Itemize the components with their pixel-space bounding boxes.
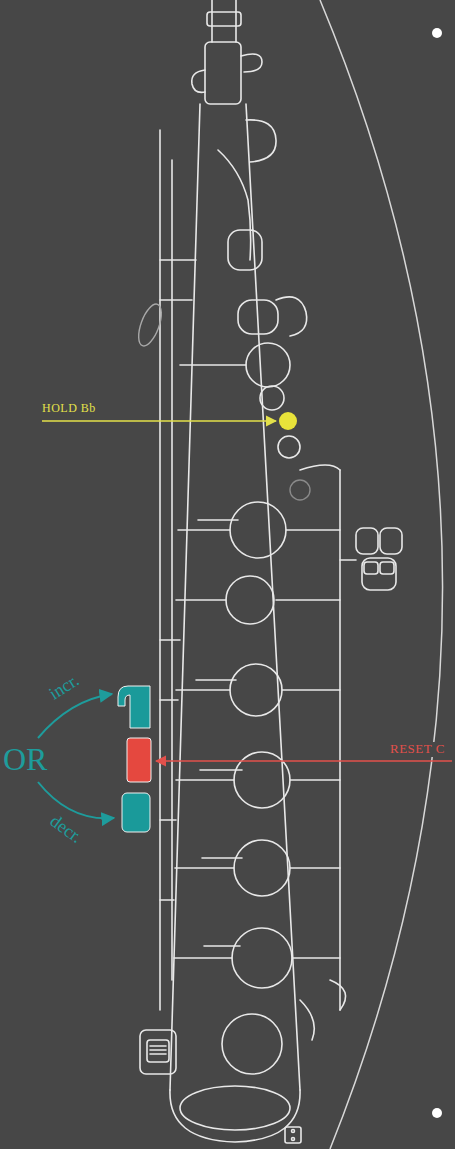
saxophone-outline <box>292 1130 295 1133</box>
saxophone-outline <box>218 150 251 260</box>
bb-key <box>279 412 297 430</box>
instruction-label: RESET C <box>388 742 447 757</box>
choice-arrow <box>38 782 114 818</box>
saxophone-outline <box>232 928 292 988</box>
direction-label: incr. <box>45 670 83 704</box>
saxophone-outline <box>285 1127 301 1143</box>
saxophone-outline <box>276 530 340 958</box>
saxophone-outline <box>147 1040 169 1062</box>
saxophone-outline <box>150 1046 166 1054</box>
saxophone-outline <box>226 576 274 624</box>
saxophone-outline <box>192 70 205 92</box>
saxophone-outline <box>276 297 307 336</box>
direction-label: decr. <box>46 810 86 847</box>
saxophone-outline <box>230 664 282 716</box>
increase-key <box>118 686 150 728</box>
saxophone-outline <box>246 120 276 162</box>
saxophone-outline <box>292 1138 295 1141</box>
page-arc <box>320 0 443 1149</box>
saxophone-outline <box>176 599 226 601</box>
saxophone-outline <box>278 436 300 458</box>
saxophone-outline <box>380 562 394 574</box>
decrease-key <box>122 793 150 832</box>
saxophone-outline <box>159 130 161 1010</box>
saxophone-outline <box>180 1086 290 1130</box>
saxophone-outline <box>207 12 241 26</box>
saxophone-outline <box>140 1030 176 1074</box>
saxophone-outline <box>300 1000 314 1040</box>
c-key <box>127 738 151 782</box>
saxophone-outline <box>178 520 238 530</box>
saxophone-outline <box>330 980 346 1010</box>
saxophone-outline <box>205 42 241 104</box>
palm-key <box>134 301 166 349</box>
bullet-dot <box>432 1108 442 1118</box>
saxophone-outline <box>180 364 246 366</box>
instruction-label: HOLD Bb <box>42 402 96 416</box>
saxophone-outline <box>230 502 286 558</box>
saxophone-outline <box>241 54 262 72</box>
saxophone-outline <box>362 558 396 590</box>
saxophone-outline <box>140 0 402 1143</box>
saxophone-outline <box>300 465 340 470</box>
saxophone-outline <box>228 230 262 270</box>
saxophone-outline <box>170 104 200 1090</box>
saxophone-outline <box>246 104 300 1090</box>
saxophone-outline <box>234 840 290 896</box>
saxophone-outline <box>160 260 196 900</box>
saxophone-outline <box>356 528 378 554</box>
saxophone-outline <box>340 559 356 561</box>
saxophone-outline <box>260 386 284 410</box>
saxophone-outline <box>176 680 236 690</box>
saxophone-outline <box>238 300 278 334</box>
saxophone-outline <box>171 160 173 980</box>
leader-arrow <box>156 760 452 762</box>
saxophone-outline <box>364 562 378 574</box>
choice-arrow <box>38 694 112 738</box>
ring-key <box>290 480 310 500</box>
choice-label: OR <box>3 741 47 778</box>
saxophone-outline <box>222 1014 282 1074</box>
saxophone-outline <box>246 343 290 387</box>
saxophone-outline <box>170 1090 300 1142</box>
saxophone-outline <box>174 946 240 958</box>
saxophone-outline <box>339 470 341 1010</box>
saxophone-outline <box>176 770 242 780</box>
bullet-dot <box>432 28 442 38</box>
leader-arrow <box>42 420 276 422</box>
saxophone-outline <box>212 0 236 42</box>
saxophone-outline <box>380 528 402 554</box>
saxophone-outline <box>175 858 242 868</box>
